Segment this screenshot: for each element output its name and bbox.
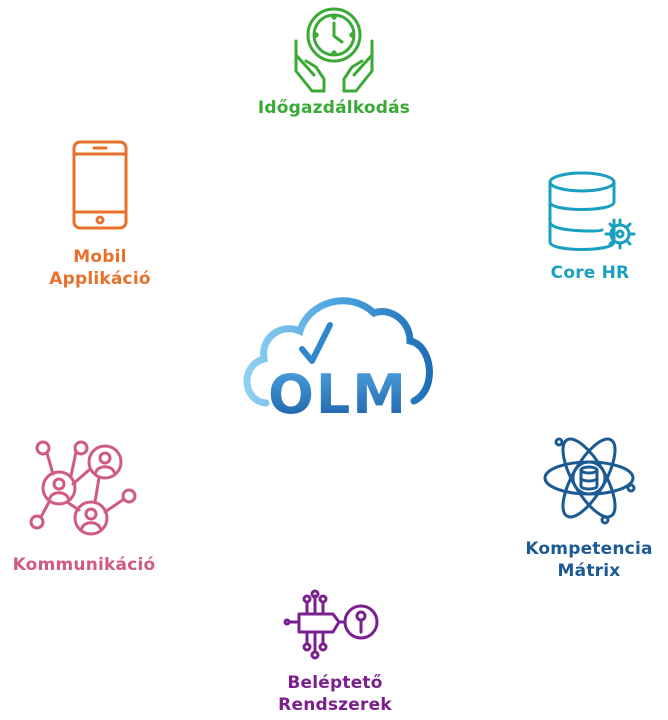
label-idogazdalkodas: Időgazdálkodás xyxy=(257,98,411,118)
node-kommunikacio: Kommunikáció xyxy=(0,440,168,576)
smartphone-icon xyxy=(72,140,128,230)
node-mobil-applikacio: Mobil Applikáció xyxy=(20,140,180,290)
node-kompetencia-matrix: Kompetencia Mátrix xyxy=(510,430,668,582)
label-beleptero-rendszerek: Beléptető Rendszerek xyxy=(278,673,392,715)
hands-clock-icon xyxy=(294,7,374,93)
atom-database-icon xyxy=(543,437,636,525)
label-core-hr: Core HR xyxy=(550,263,630,283)
node-core-hr: Core HR xyxy=(520,170,660,284)
circuit-key-icon xyxy=(283,589,379,660)
label-mobil-applikacio: Mobil Applikáció xyxy=(49,247,151,289)
logo-text: OLM xyxy=(268,363,408,425)
database-gear-icon xyxy=(548,171,636,251)
label-kompetencia-matrix: Kompetencia Mátrix xyxy=(525,539,653,581)
node-beleptero-rendszerek: Beléptető Rendszerek xyxy=(250,589,420,716)
people-network-icon xyxy=(29,440,137,536)
node-idogazdalkodas: Időgazdálkodás xyxy=(214,5,454,119)
label-kommunikacio: Kommunikáció xyxy=(12,555,156,575)
cloud-icon: OLM xyxy=(243,297,433,426)
olm-cloud-logo: OLM xyxy=(238,285,438,426)
